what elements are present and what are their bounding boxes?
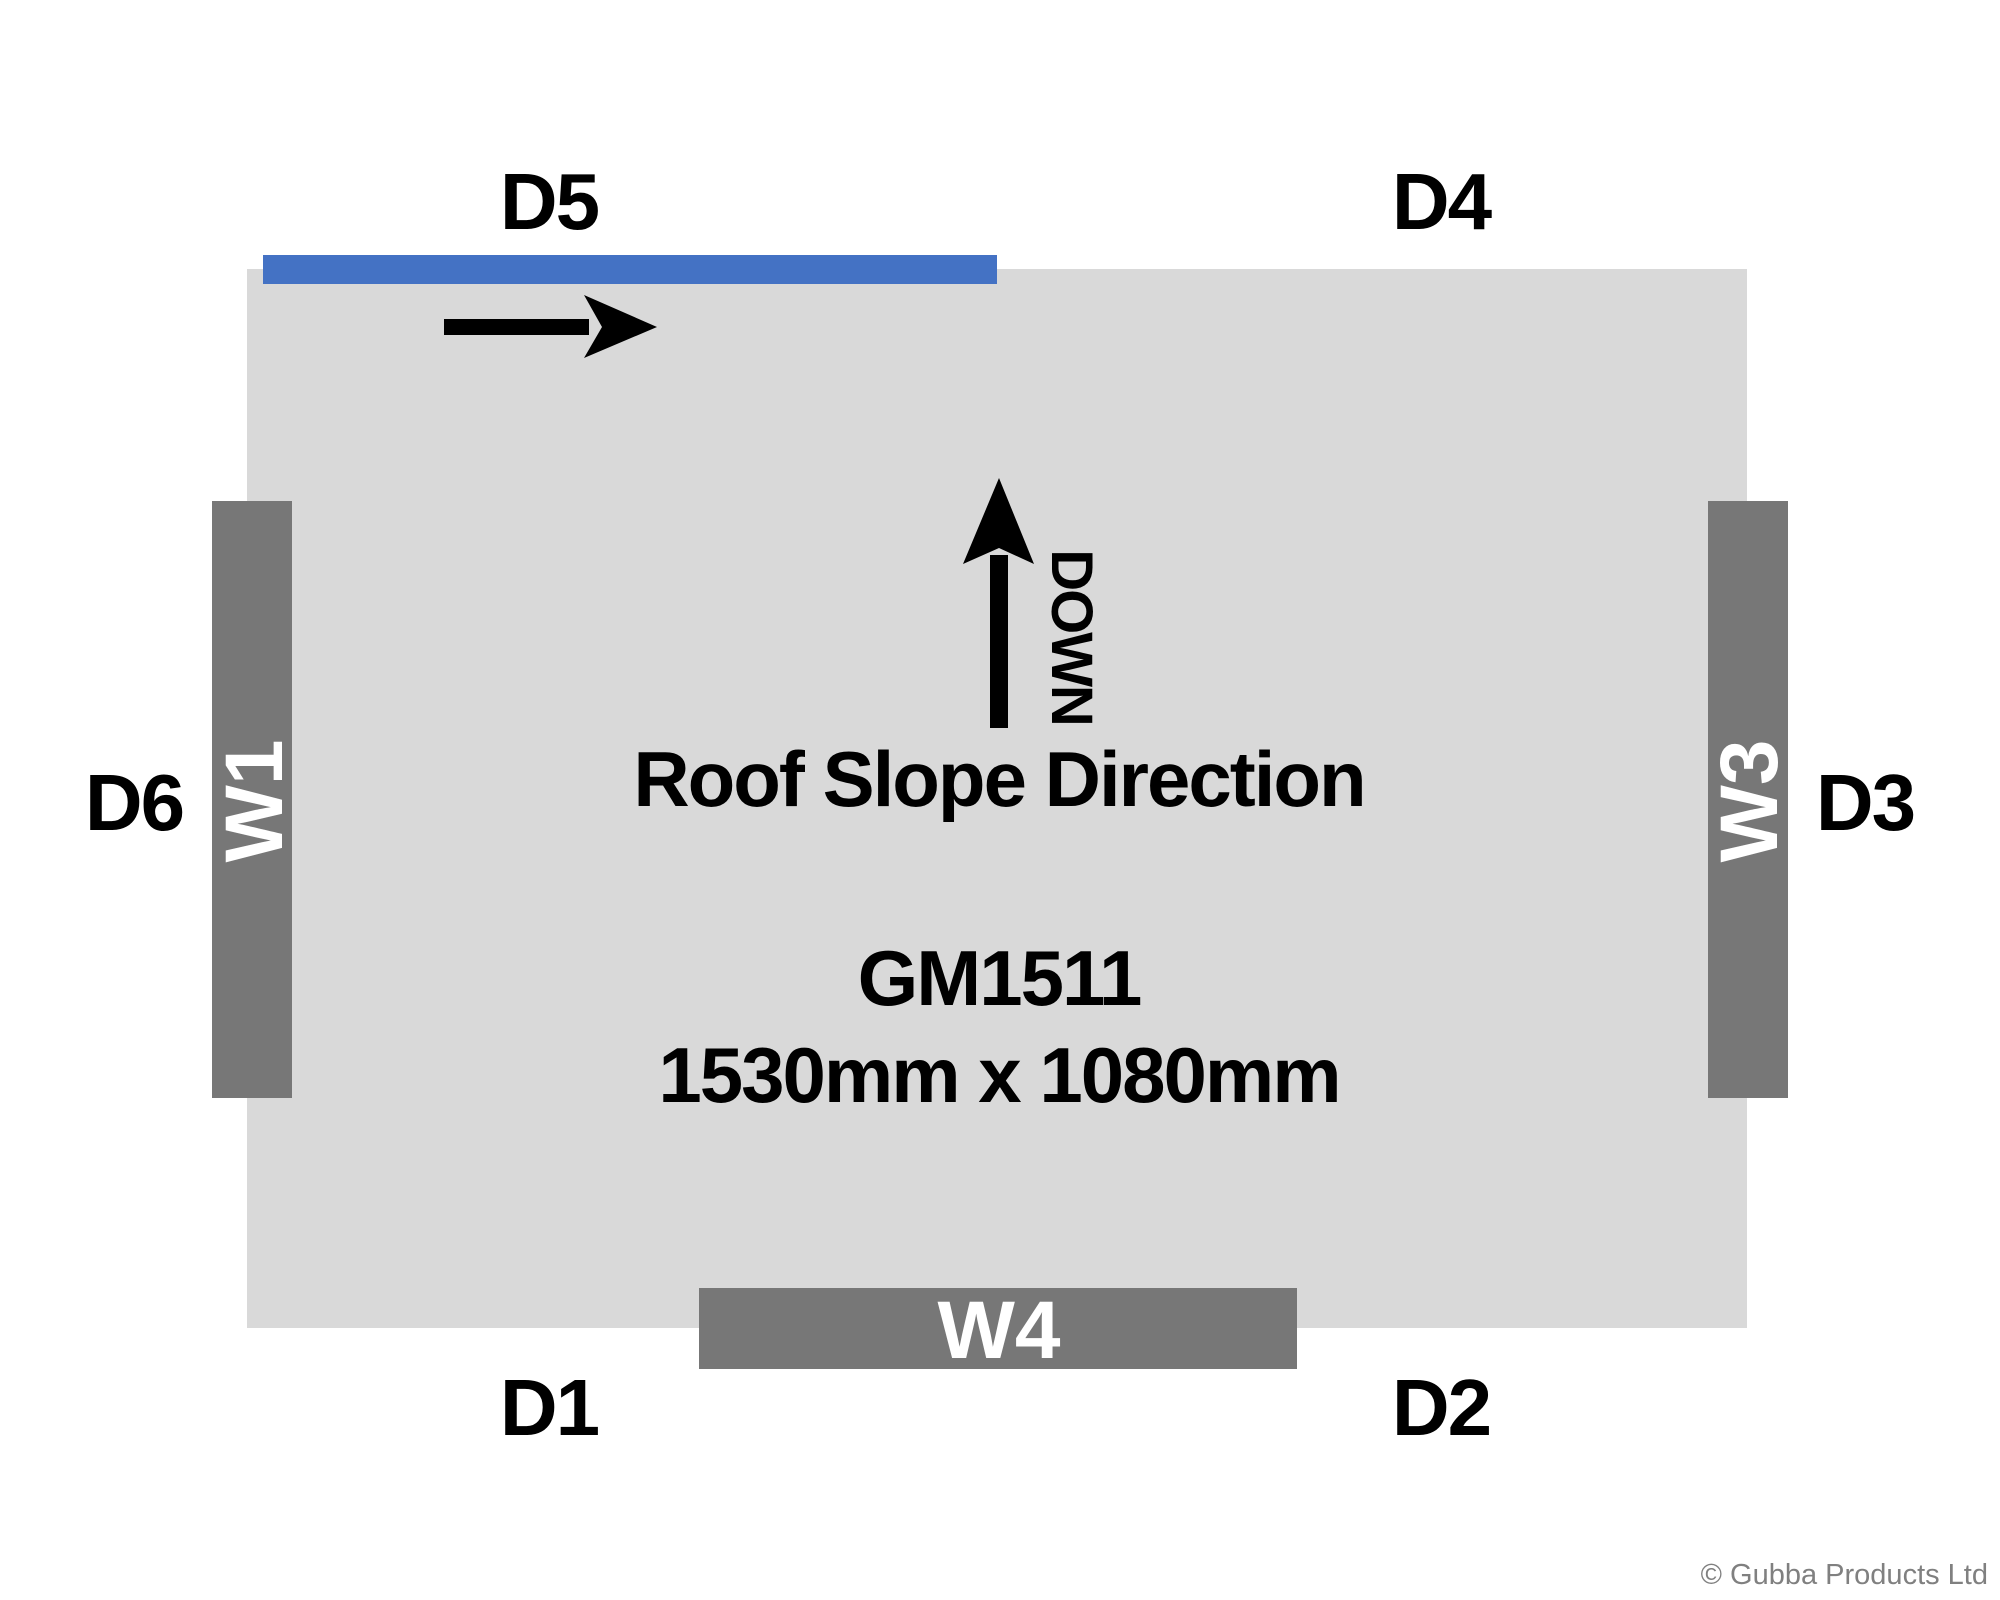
- corner-d6: D6: [85, 758, 183, 847]
- down-label: DOWN: [1039, 549, 1104, 725]
- corner-d1: D1: [500, 1363, 599, 1452]
- roof-area: [247, 269, 1747, 1328]
- dimensions-label: 1530mm x 1080mm: [658, 1031, 1339, 1119]
- wall-w1-label: W1: [209, 740, 300, 863]
- arrow-right-icon: [444, 295, 657, 358]
- wall-w4: [699, 1288, 1297, 1369]
- wall-w1: [212, 501, 292, 1098]
- wall-w4-label: W4: [938, 1285, 1061, 1376]
- corner-d3: D3: [1816, 758, 1914, 847]
- corner-d5: D5: [500, 157, 599, 246]
- highlight-edge-d5: [263, 255, 997, 284]
- wall-w3: [1708, 501, 1788, 1098]
- slope-direction-label: Roof Slope Direction: [633, 735, 1364, 823]
- arrow-up-icon: [963, 478, 1034, 728]
- wall-w3-label: W3: [1704, 740, 1795, 863]
- copyright: © Gubba Products Ltd: [1701, 1559, 1988, 1591]
- model-label: GM1511: [858, 934, 1141, 1022]
- corner-d2: D2: [1392, 1363, 1490, 1452]
- corner-d4: D4: [1392, 157, 1493, 246]
